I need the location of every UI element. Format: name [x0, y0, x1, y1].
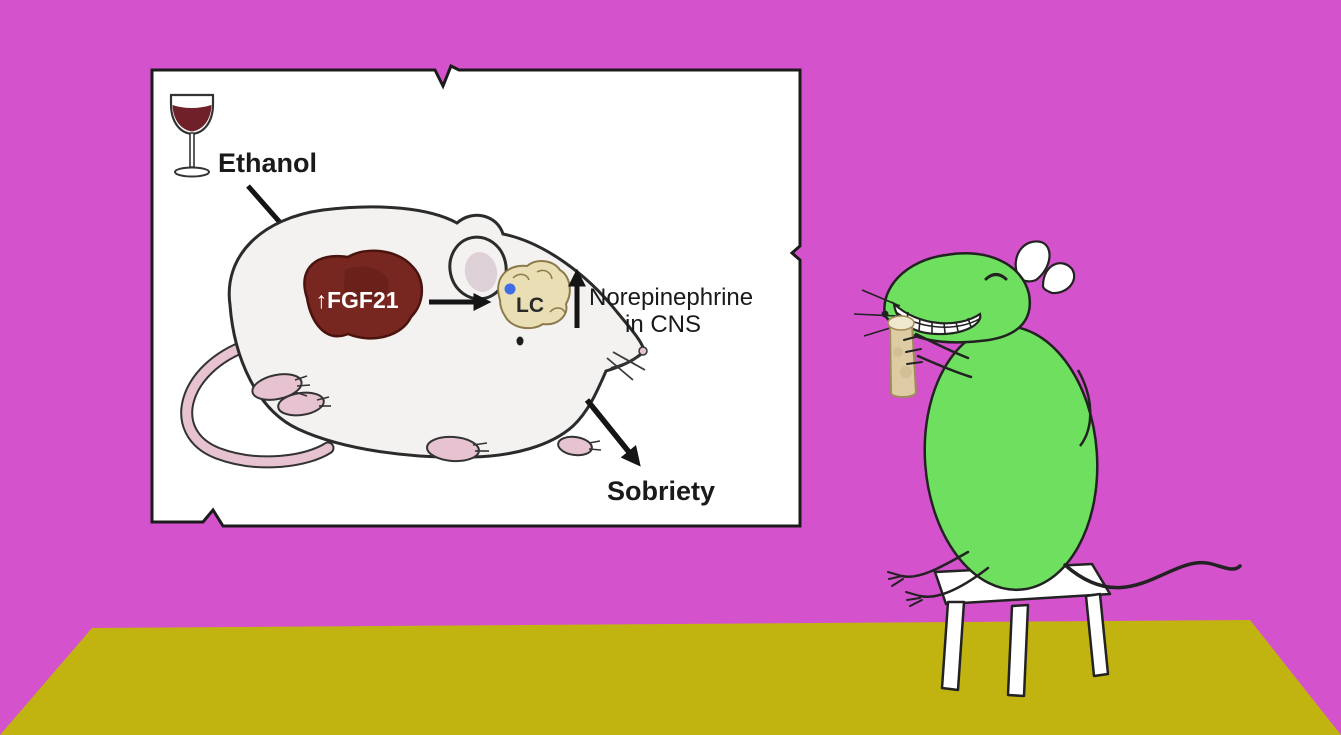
- rat-body: [923, 324, 1099, 592]
- lc-dot: [504, 283, 516, 295]
- ethanol-label: Ethanol: [218, 148, 317, 178]
- in-cns-label: in CNS: [625, 311, 701, 338]
- drink-glass: [887, 315, 918, 398]
- mouse-eye: [516, 336, 524, 346]
- mouse-whiskers: [606, 351, 646, 381]
- chair-leg-left: [940, 600, 966, 692]
- hind-paw-1: [251, 373, 303, 401]
- front-paw-2: [557, 435, 593, 457]
- rat-fingers: [903, 335, 923, 365]
- poster: Ethanol: [150, 63, 802, 528]
- chair-leg-right: [1084, 592, 1110, 678]
- liver-shape: ↑FGF21: [303, 249, 424, 340]
- wine-fill: [172, 105, 212, 132]
- paw-toes: [294, 375, 602, 452]
- rat-right-arm: [1076, 369, 1092, 447]
- norepinephrine-label: Norepinephrine: [589, 284, 753, 311]
- liver-shading: [344, 266, 390, 304]
- mouse-to-sobriety-arrow: [584, 398, 641, 467]
- green-rat: [853, 240, 1242, 607]
- rat-arm-upper: [914, 332, 970, 360]
- brain-shape: LC: [497, 260, 571, 330]
- green-rat-cartoon: [853, 240, 1242, 698]
- brain-folds: [512, 269, 566, 314]
- rat-foot-claws: [887, 571, 923, 607]
- chair-leg-middle: [1006, 603, 1030, 698]
- lc-label: LC: [516, 294, 544, 317]
- rat-ears: [1014, 240, 1076, 295]
- rat-arms: [903, 332, 973, 379]
- rat-ear-2: [1041, 262, 1076, 295]
- mouse-paws: [251, 373, 602, 463]
- fgf21-label: ↑FGF21: [315, 287, 398, 313]
- wine-glass-stem: [189, 132, 195, 168]
- wine-glass-base: [174, 166, 210, 178]
- drink-foam: [887, 315, 915, 331]
- floor-polygon: [0, 620, 1341, 735]
- rat-nose: [881, 310, 889, 318]
- rat-tail: [1063, 560, 1242, 590]
- sobriety-label: Sobriety: [607, 476, 715, 506]
- mouse-face: [516, 336, 648, 381]
- rat-leg-2: [918, 566, 990, 598]
- rat-ear-1: [1014, 240, 1051, 283]
- rat-arm-lower: [916, 354, 973, 379]
- rat-eye: [984, 273, 1008, 281]
- rat-leg-1: [900, 550, 970, 579]
- mouse-mouth: [610, 354, 642, 369]
- mouse-nose: [638, 346, 648, 356]
- wine-glass-icon: [169, 93, 215, 178]
- mouse-tail: [180, 338, 335, 469]
- rat-legs: [887, 550, 990, 607]
